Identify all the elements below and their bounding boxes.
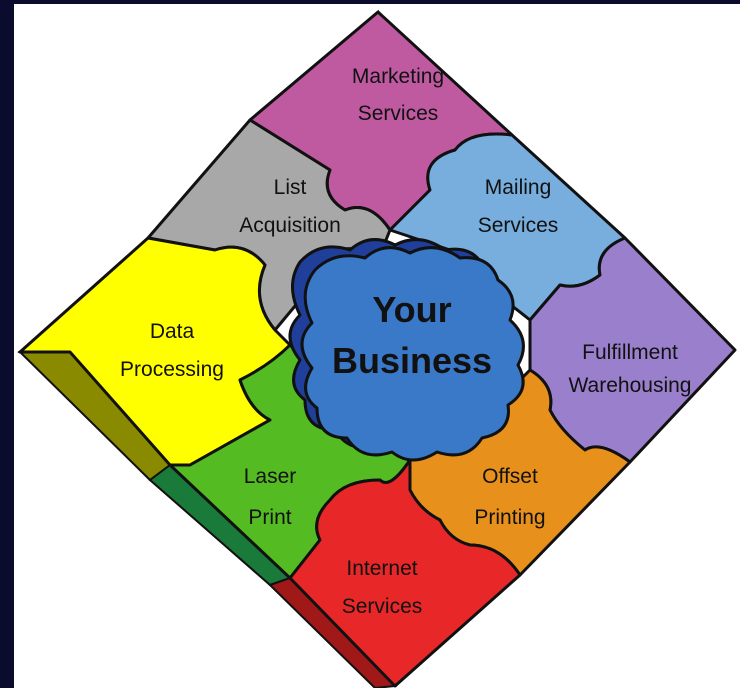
mailing-label-line1: Mailing <box>485 176 552 199</box>
marketing-label-line1: Marketing <box>352 65 444 88</box>
business-label-line1: Your <box>372 289 451 330</box>
list-label-line1: List <box>274 176 307 199</box>
laser-label-line2: Print <box>248 506 291 529</box>
fulfillment-label-line1: Fulfillment <box>582 341 678 364</box>
data-label-line2: Processing <box>120 358 224 381</box>
mailing-label-line2: Services <box>478 214 559 237</box>
marketing-label-line2: Services <box>358 102 439 125</box>
offset-label-line1: Offset <box>482 465 538 488</box>
internet-label-line2: Services <box>342 595 423 618</box>
laser-label-line1: Laser <box>244 465 297 488</box>
piece-internet-services <box>288 458 522 688</box>
list-label-line2: Acquisition <box>239 214 341 237</box>
data-label-line1: Data <box>150 320 195 343</box>
internet-label-line1: Internet <box>346 557 417 580</box>
offset-label-line2: Printing <box>474 506 545 529</box>
fulfillment-label-line2: Warehousing <box>569 374 692 397</box>
business-label-line2: Business <box>332 340 492 381</box>
piece-your-business <box>300 246 525 462</box>
